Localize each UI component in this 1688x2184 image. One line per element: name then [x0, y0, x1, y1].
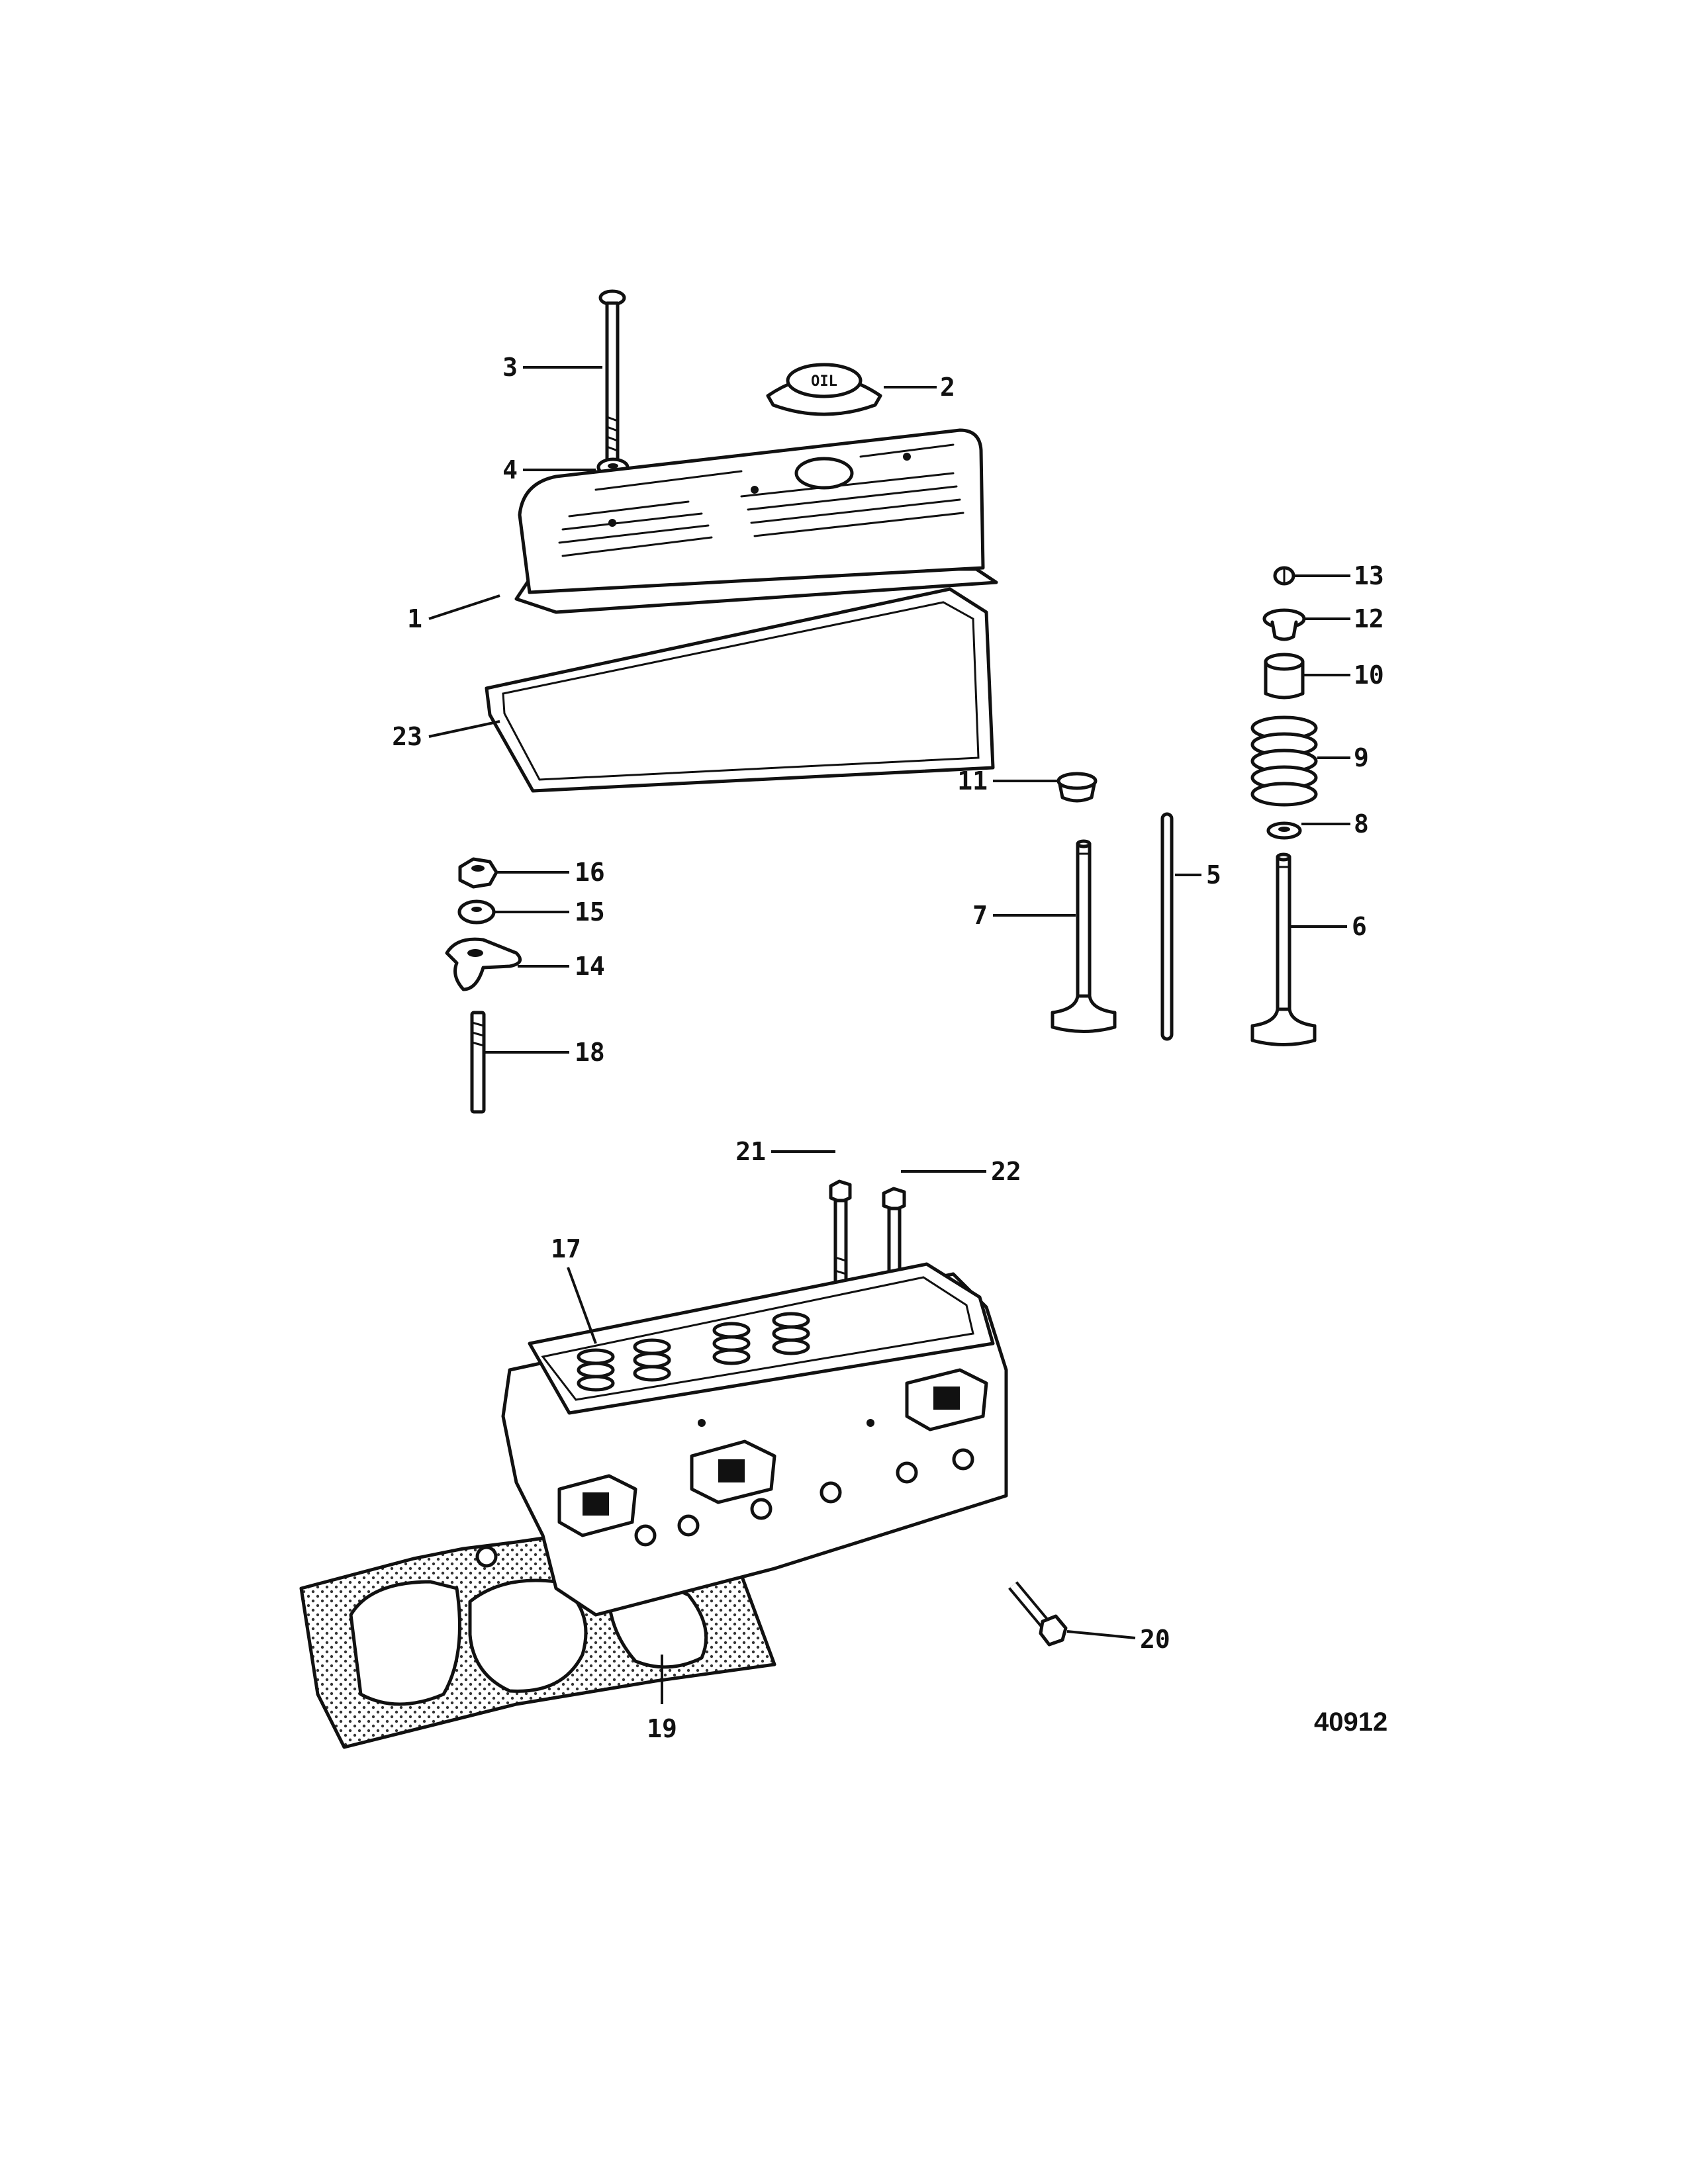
- part-5-push-rod: [1160, 812, 1174, 1041]
- callout-9: 9: [1354, 743, 1369, 772]
- callout-10: 10: [1354, 660, 1384, 690]
- callout-7: 7: [972, 901, 988, 930]
- callout-14: 14: [575, 952, 605, 981]
- callout-11: 11: [957, 766, 988, 796]
- part-6-exhaust-valve: [1250, 852, 1317, 1046]
- part-18-rocker-stud: [470, 1011, 486, 1114]
- cap-stamp: OIL: [811, 373, 837, 390]
- callout-4: 4: [502, 455, 518, 484]
- part-11-valve-seal: [1056, 772, 1098, 803]
- part-8-spring-shim: [1266, 821, 1302, 840]
- head-valve-spring-3: [712, 1322, 751, 1365]
- leader-1: [428, 594, 500, 620]
- callout-17: 17: [551, 1234, 581, 1263]
- head-valve-spring-1: [577, 1348, 615, 1392]
- part-20-bolt: [1008, 1581, 1068, 1647]
- part-23-cover-gasket: [485, 587, 995, 793]
- part-15-pivot-ball: [457, 899, 496, 925]
- leader-17: [567, 1267, 597, 1344]
- callout-21: 21: [735, 1137, 766, 1166]
- callout-12: 12: [1354, 604, 1384, 633]
- callout-13: 13: [1354, 561, 1384, 590]
- leader-lines: [428, 366, 1350, 1704]
- callout-16: 16: [575, 858, 605, 887]
- leader-23: [428, 720, 500, 738]
- part-10-valve-seal: [1264, 653, 1305, 700]
- part-16-adjusting-nut: [458, 857, 498, 889]
- callout-22: 22: [991, 1157, 1021, 1186]
- callout-3: 3: [502, 353, 518, 382]
- callout-19: 19: [647, 1714, 677, 1743]
- part-13-valve-keys: [1273, 566, 1295, 586]
- part-3-bolt: [598, 289, 626, 464]
- callout-8: 8: [1354, 809, 1369, 839]
- head-valve-spring-2: [633, 1338, 671, 1382]
- figure-id: 40912: [1314, 1707, 1387, 1737]
- callout-15: 15: [575, 897, 605, 927]
- callout-6: 6: [1352, 912, 1367, 941]
- part-14-rocker-arm: [445, 937, 522, 991]
- callout-5: 5: [1206, 860, 1221, 889]
- part-17-cylinder-head: [501, 1262, 1008, 1617]
- callout-18: 18: [575, 1038, 605, 1067]
- part-9-valve-spring: [1250, 715, 1318, 807]
- leader-20: [1066, 1630, 1136, 1639]
- part-7-intake-valve: [1051, 839, 1117, 1033]
- head-valve-spring-4: [772, 1312, 810, 1355]
- callout-labels: 1 2 3 4 5 6 7 8 9 10 11 12 13 14 15 16 1…: [392, 353, 1384, 1743]
- callout-2: 2: [940, 373, 955, 402]
- part-1-rocker-cover: [514, 428, 998, 614]
- part-2-oil-filler-cap: OIL: [766, 363, 882, 416]
- callout-1: 1: [407, 604, 422, 633]
- callout-23: 23: [392, 722, 422, 751]
- callout-20: 20: [1140, 1625, 1170, 1654]
- part-12-valve-cap: [1262, 608, 1306, 641]
